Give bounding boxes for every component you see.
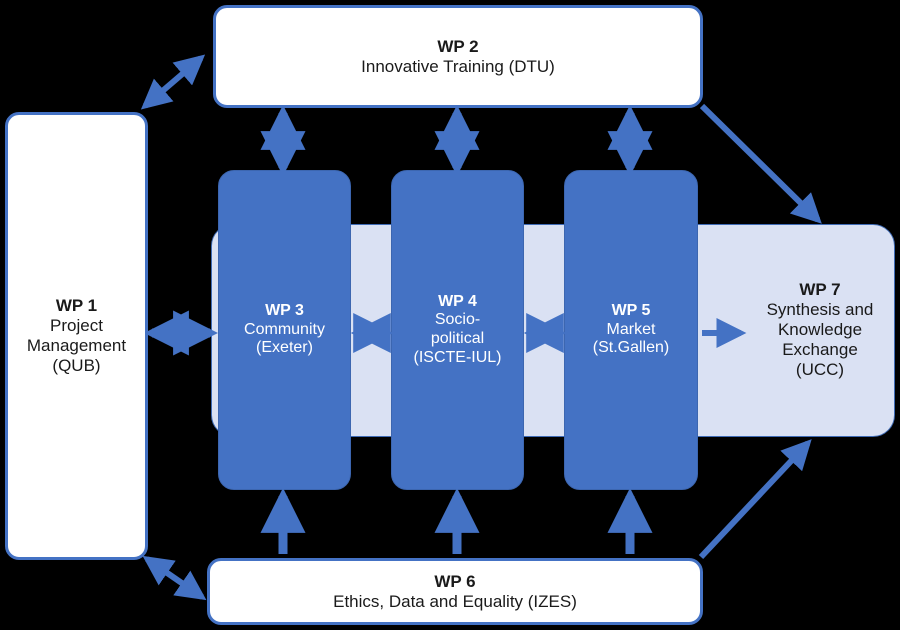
wp4-line3: (ISCTE-IUL)	[413, 348, 502, 366]
wp4-line2: political	[430, 330, 485, 347]
wp1-box[interactable]: WP 1 Project Management (QUB)	[5, 112, 148, 560]
wp1-line2: Management	[26, 336, 127, 355]
wp7-label[interactable]: WP 7 Synthesis and Knowledge Exchange (U…	[745, 240, 895, 420]
wp7-line4: (UCC)	[795, 359, 845, 379]
wp7-line3: Exchange	[782, 339, 858, 359]
wp3-line1: Community	[244, 320, 325, 338]
wp3-title: WP 3	[265, 301, 304, 319]
wp2-title: WP 2	[437, 36, 479, 56]
wp2-line1: Innovative Training (DTU)	[361, 56, 555, 76]
wp5-title: WP 5	[611, 301, 651, 319]
arrow-wp2-wp7	[699, 103, 822, 224]
wp6-title: WP 6	[434, 571, 476, 591]
wp4-line1: Socio-	[434, 311, 481, 329]
wp2-box[interactable]: WP 2 Innovative Training (DTU)	[213, 5, 703, 108]
wp1-line1: Project	[50, 316, 103, 336]
arrow-wp1-wp6	[142, 555, 207, 601]
wp3-line2: (Exeter)	[256, 339, 313, 357]
wp7-line1: Synthesis and	[766, 300, 874, 320]
wp1-title: WP 1	[55, 296, 98, 316]
arrow-wp6-wp7	[698, 439, 812, 560]
wp7-line2: Knowledge	[777, 320, 863, 340]
wp6-box[interactable]: WP 6 Ethics, Data and Equality (IZES)	[207, 558, 703, 625]
wp5-line1: Market	[606, 320, 656, 338]
wp6-line1: Ethics, Data and Equality (IZES)	[333, 591, 577, 611]
arrow-wp1-wp2	[140, 54, 206, 110]
wp4-box[interactable]: WP 4 Socio- political (ISCTE-IUL)	[391, 170, 524, 490]
wp1-line3: (QUB)	[52, 355, 101, 375]
wp5-box[interactable]: WP 5 Market (St.Gallen)	[564, 170, 698, 490]
wp5-line2: (St.Gallen)	[592, 339, 670, 357]
wp7-title: WP 7	[799, 280, 841, 300]
wp4-title: WP 4	[438, 292, 477, 310]
wp3-box[interactable]: WP 3 Community (Exeter)	[218, 170, 351, 490]
